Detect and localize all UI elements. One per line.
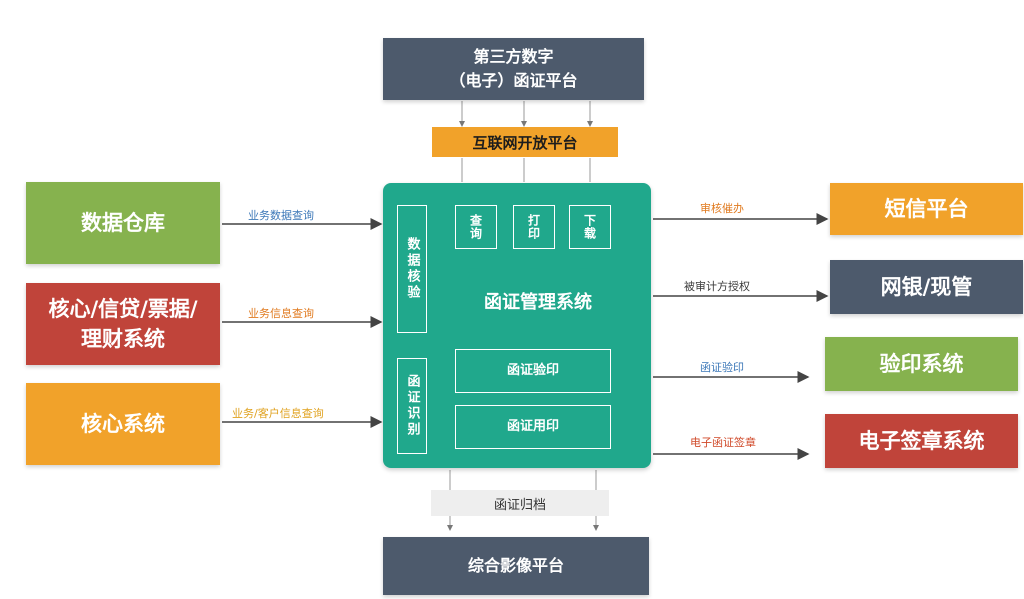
data-verification-module: 数据核验 bbox=[397, 205, 427, 333]
confirmation-seal-verify-module: 函证验印 bbox=[455, 349, 611, 393]
ebank-cash-label: 网银/现管 bbox=[880, 275, 973, 299]
query-button: 查询 bbox=[455, 205, 497, 249]
e-signature-system-box: 电子签章系统 bbox=[825, 414, 1018, 468]
core-credit-box: 核心/信贷/票据/ 理财系统 bbox=[26, 283, 220, 365]
edge-label-right-4: 电子函证签章 bbox=[690, 436, 756, 449]
seal-verification-system-box: 验印系统 bbox=[825, 337, 1018, 391]
confirmation-seal-use-module: 函证用印 bbox=[455, 405, 611, 449]
edge-label-right-2: 被审计方授权 bbox=[684, 280, 750, 293]
core-credit-label-line1: 核心/信贷/票据/ bbox=[48, 297, 198, 321]
ebank-cash-box: 网银/现管 bbox=[830, 260, 1023, 314]
top-box-line1: 第三方数字 bbox=[473, 47, 554, 66]
confirmation-recognition-module: 函证识别 bbox=[397, 358, 427, 454]
confirmation-archive: 函证归档 bbox=[431, 490, 609, 516]
edge-label-right-1: 审核催办 bbox=[700, 202, 744, 215]
sms-platform-label: 短信平台 bbox=[884, 197, 969, 221]
integrated-imaging-platform-label: 综合影像平台 bbox=[467, 556, 564, 575]
e-signature-system-label: 电子签章系统 bbox=[858, 429, 985, 453]
print-button: 打印 bbox=[513, 205, 555, 249]
edge-label-left-1: 业务数据查询 bbox=[248, 209, 314, 222]
edge-label-left-3: 业务/客户信息查询 bbox=[232, 407, 324, 420]
edge-label-left-2: 业务信息查询 bbox=[248, 307, 314, 320]
third-party-confirmation-platform: 第三方数字 （电子）函证平台 bbox=[383, 38, 644, 100]
top-box-line2: （电子）函证平台 bbox=[449, 71, 578, 90]
center-title: 函证管理系统 bbox=[484, 292, 592, 313]
edge-label-right-3: 函证验印 bbox=[700, 361, 744, 374]
integrated-imaging-platform-box: 综合影像平台 bbox=[383, 537, 649, 595]
seal-verification-system-label: 验印系统 bbox=[879, 352, 964, 376]
internet-open-platform: 互联网开放平台 bbox=[432, 127, 618, 157]
core-system-box: 核心系统 bbox=[26, 383, 220, 465]
confirmation-management-system: 数据核验 函证识别 查询 打印 下载 函证管理系统 函证验印 函证用印 bbox=[383, 183, 651, 468]
sms-platform-box: 短信平台 bbox=[830, 183, 1023, 235]
data-warehouse-label: 数据仓库 bbox=[81, 211, 165, 235]
download-button: 下载 bbox=[569, 205, 611, 249]
data-warehouse-box: 数据仓库 bbox=[26, 182, 220, 264]
core-system-label: 核心系统 bbox=[81, 412, 165, 436]
core-credit-label-line2: 理财系统 bbox=[81, 327, 165, 351]
